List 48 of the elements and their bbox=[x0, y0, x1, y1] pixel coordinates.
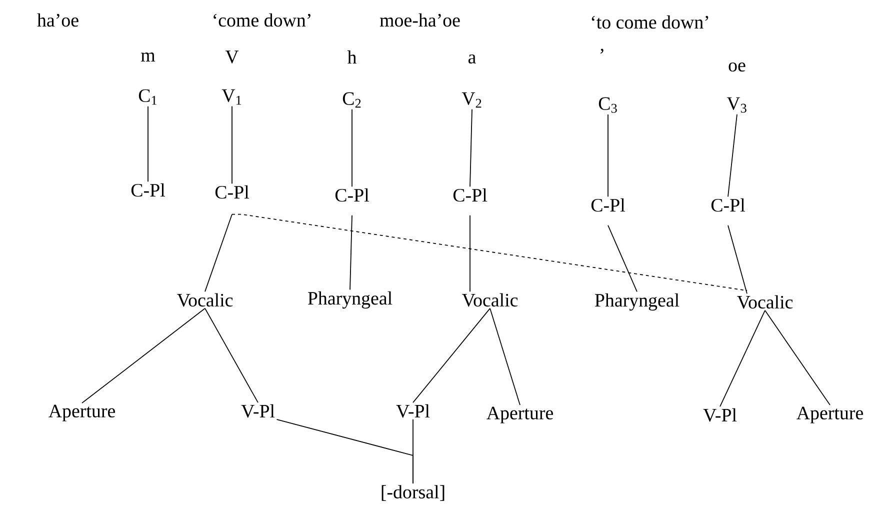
feature-label: V-Pl bbox=[396, 404, 430, 418]
feature-label: Vocalic bbox=[462, 293, 518, 307]
text-label: ha’oe bbox=[37, 13, 78, 27]
segment-label: V$_{3}$ bbox=[726, 97, 746, 113]
branch-line bbox=[412, 308, 490, 404]
feature-label: Pharyngeal bbox=[594, 293, 680, 311]
feature-label: Aperture bbox=[48, 404, 115, 422]
feature-label: [-dorsal] bbox=[382, 485, 444, 501]
segment-label: C$_{3}$ bbox=[598, 97, 617, 113]
segment-label: V$_{1}$ bbox=[222, 89, 242, 105]
text-label: moe-ha’oe bbox=[380, 13, 460, 27]
association-line bbox=[204, 214, 232, 292]
feature-label: Aperture bbox=[796, 406, 863, 424]
branch-line bbox=[720, 310, 766, 408]
dashed-link-line bbox=[232, 214, 748, 292]
association-line bbox=[728, 114, 738, 198]
segment-label: C$_{2}$ bbox=[342, 92, 361, 108]
segment-label: C$_{1}$ bbox=[138, 89, 157, 105]
feature-label: C-Pl bbox=[591, 198, 625, 212]
feature-label: V-Pl bbox=[703, 408, 737, 422]
feature-label: Vocalic bbox=[737, 295, 793, 309]
branch-line bbox=[412, 418, 414, 484]
feature-label: Pharyngeal bbox=[308, 291, 392, 309]
feature-label: C-Pl bbox=[453, 188, 487, 202]
feature-label: C-Pl bbox=[335, 188, 369, 202]
text-label: a bbox=[468, 54, 476, 64]
feature-label: C-Pl bbox=[131, 183, 165, 197]
text-label: ’ bbox=[600, 48, 604, 54]
text-label: oe bbox=[728, 62, 746, 72]
text-label: h bbox=[347, 50, 356, 64]
association-line bbox=[470, 108, 472, 188]
association-line bbox=[608, 224, 638, 292]
text-label: ‘to come down’ bbox=[592, 15, 708, 29]
feature-label: C-Pl bbox=[215, 185, 249, 199]
association-line bbox=[728, 224, 748, 294]
branch-line bbox=[82, 308, 206, 404]
feature-label: C-Pl bbox=[711, 198, 745, 212]
feature-label: Aperture bbox=[486, 406, 553, 424]
association-line bbox=[350, 214, 352, 290]
branch-line bbox=[490, 308, 520, 406]
text-label: m bbox=[141, 52, 156, 62]
branch-line bbox=[764, 310, 830, 406]
branch-line bbox=[204, 308, 258, 404]
segment-label: V$_{2}$ bbox=[462, 92, 482, 108]
feature-label: V-Pl bbox=[241, 404, 275, 418]
text-label: ‘come down’ bbox=[214, 13, 310, 27]
text-label: V bbox=[225, 50, 239, 64]
feature-label: Vocalic bbox=[177, 293, 233, 307]
